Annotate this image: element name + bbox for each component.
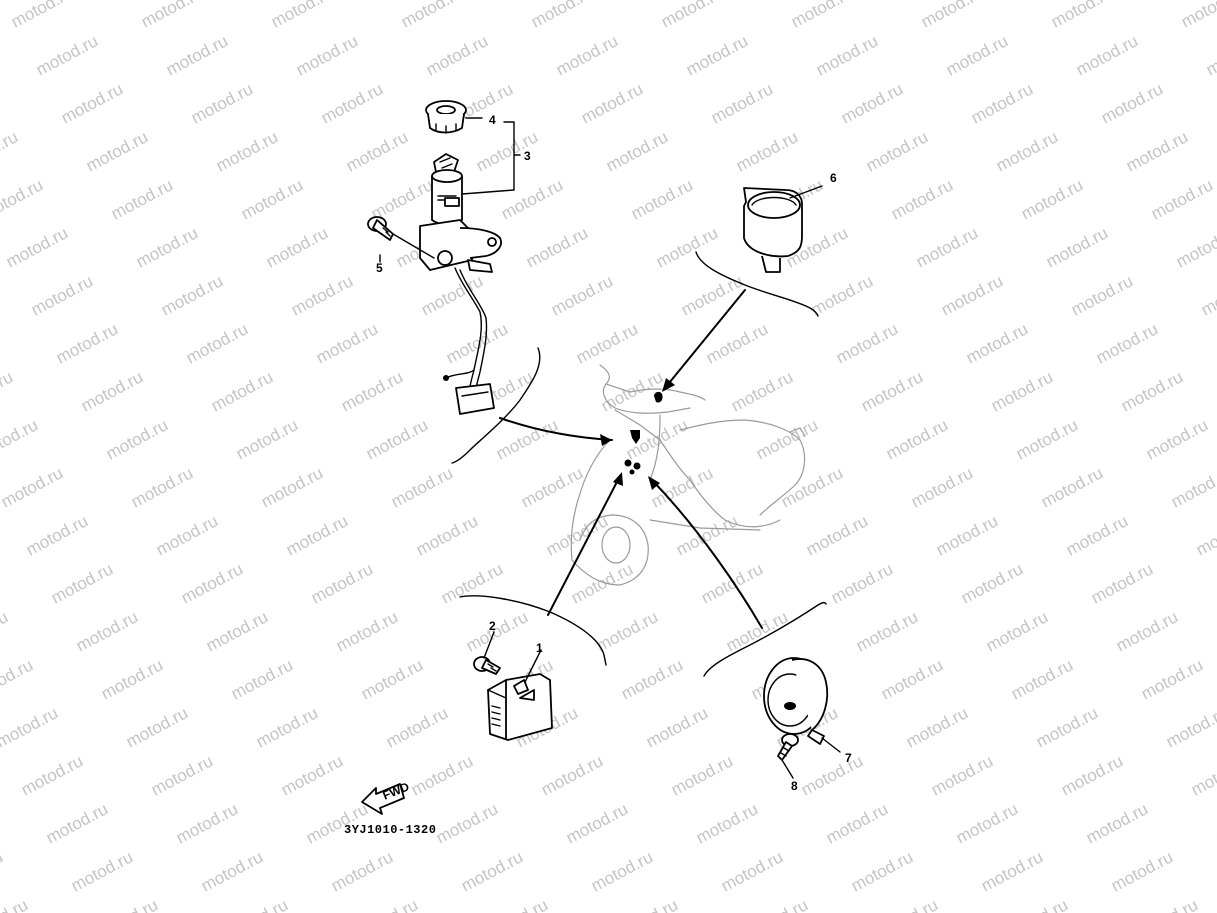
callout-7: 7 (845, 751, 852, 765)
callout-6: 6 (830, 171, 837, 185)
scooter-outline (570, 364, 806, 586)
scooter-mount-points (624, 391, 663, 475)
callout-3: 3 (524, 149, 531, 163)
drawing-code: 3YJ1010-1320 (344, 823, 436, 837)
callout-2: 2 (489, 619, 496, 633)
part-6-component (743, 185, 823, 273)
screw-2-part (473, 631, 501, 675)
switch-cap-part (425, 100, 467, 134)
callout-1: 1 (536, 641, 543, 655)
screw-5-part (367, 216, 435, 259)
callout-5: 5 (376, 261, 383, 275)
callout-labels: 1 2 3 4 5 6 7 8 (376, 113, 852, 793)
callout-4: 4 (489, 113, 496, 127)
pointer-lines (451, 251, 827, 677)
main-switch-assembly (367, 100, 521, 415)
switch-harness-part (443, 267, 495, 415)
part-7-horn (763, 657, 841, 753)
screw-8-part (777, 733, 799, 779)
callout-8: 8 (791, 779, 798, 793)
part-1-unit (487, 649, 553, 741)
fwd-arrow-icon: FWD (361, 779, 412, 815)
